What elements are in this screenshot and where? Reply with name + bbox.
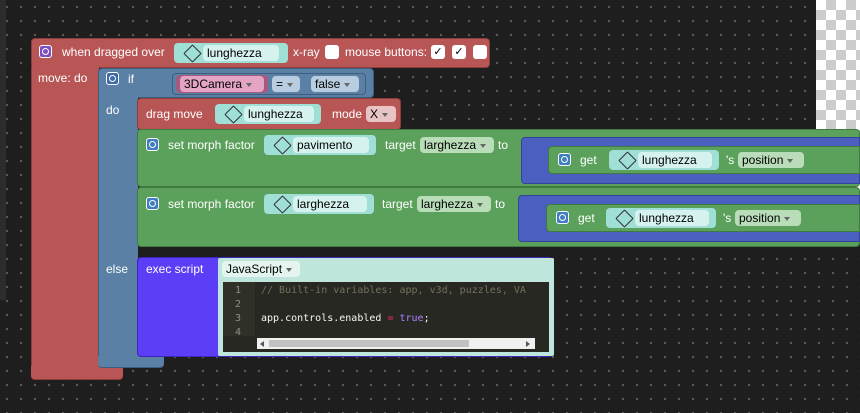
code-editor[interactable]: 1 // Built-in variables: app, v3d, puzzl…	[223, 282, 549, 352]
chevron-down-icon	[480, 143, 487, 148]
gear-icon[interactable]	[106, 72, 119, 85]
boolean-dropdown[interactable]: false	[311, 76, 359, 92]
language-dropdown[interactable]: JavaScript	[222, 261, 300, 277]
object-selector[interactable]: larghezza	[264, 194, 374, 214]
object-name: lunghezza	[635, 210, 709, 226]
possessive-label: 's	[723, 211, 732, 225]
mouse-buttons-label: mouse buttons:	[345, 45, 428, 59]
exec-script-label: exec script	[146, 262, 204, 276]
xray-label: x-ray	[293, 45, 320, 59]
object-selector[interactable]: lunghezza	[174, 43, 288, 63]
chevron-down-icon	[344, 82, 351, 87]
chevron-down-icon	[787, 158, 794, 163]
to-label: to	[498, 138, 509, 152]
mode-label: mode	[332, 107, 363, 121]
scrollbar-thumb[interactable]	[269, 340, 469, 347]
cube-icon	[273, 136, 292, 155]
object-selector[interactable]: lunghezza	[606, 208, 716, 228]
line-gutter	[223, 282, 255, 336]
target-label: target	[385, 138, 416, 152]
object-name: pavimento	[293, 137, 369, 153]
code-line: // Built-in variables: app, v3d, puzzles…	[261, 285, 526, 296]
cube-icon	[183, 44, 202, 63]
chevron-down-icon	[382, 112, 389, 117]
line-number: 3	[235, 313, 242, 324]
object-selector[interactable]: pavimento	[264, 135, 376, 155]
property-dropdown[interactable]: position	[738, 152, 804, 168]
target-label: target	[382, 197, 413, 211]
cube-icon	[618, 151, 637, 170]
gear-icon[interactable]	[558, 153, 571, 166]
cube-icon	[615, 209, 634, 228]
operator-dropdown[interactable]: =	[272, 76, 300, 92]
object-selector[interactable]: lunghezza	[609, 150, 719, 170]
cube-icon	[224, 105, 243, 124]
to-label: to	[495, 197, 506, 211]
else-label: else	[106, 262, 129, 276]
get-label: get	[578, 211, 595, 225]
do-label: do	[106, 103, 120, 117]
cube-icon	[273, 195, 292, 214]
scroll-left-arrow-icon[interactable]	[260, 341, 264, 347]
chevron-down-icon	[286, 267, 293, 272]
object-name: larghezza	[293, 196, 367, 212]
property-dropdown[interactable]: position	[735, 210, 801, 226]
mouse-button-left-checkbox[interactable]: ✓	[431, 45, 445, 59]
get-label: get	[580, 153, 597, 167]
move-do-label: move: do	[38, 71, 88, 85]
morph-label: set morph factor	[168, 197, 255, 211]
object-name: lunghezza	[244, 106, 314, 122]
mouse-button-right-checkbox[interactable]	[473, 45, 487, 59]
morph-label: set morph factor	[168, 138, 255, 152]
variable-name[interactable]: 3DCamera	[180, 76, 264, 92]
if-label: if	[128, 72, 134, 86]
gear-icon[interactable]	[556, 211, 569, 224]
if-block-footer	[98, 356, 164, 368]
gear-icon[interactable]	[146, 197, 159, 210]
event-block-footer	[31, 366, 123, 380]
gear-icon[interactable]	[39, 45, 52, 58]
xray-checkbox[interactable]	[325, 45, 339, 59]
workspace-divider	[0, 0, 6, 300]
chevron-down-icon	[784, 216, 791, 221]
object-selector[interactable]: lunghezza	[215, 104, 321, 124]
line-number: 1	[235, 285, 242, 296]
drag-move-label: drag move	[146, 107, 203, 121]
chevron-down-icon	[287, 82, 294, 87]
line-number: 4	[235, 327, 242, 338]
horizontal-scrollbar[interactable]	[257, 338, 535, 349]
mouse-button-middle-checkbox[interactable]: ✓	[452, 45, 466, 59]
event-label: when dragged over	[62, 45, 165, 59]
target-dropdown[interactable]: larghezza	[417, 196, 491, 212]
code-line: app.controls.enabled = true;	[261, 313, 430, 324]
if-block-spine	[98, 96, 138, 366]
event-block-spine	[31, 66, 99, 380]
object-name: lunghezza	[638, 152, 712, 168]
chevron-down-icon	[477, 202, 484, 207]
gear-icon[interactable]	[146, 138, 159, 151]
chevron-down-icon	[246, 82, 253, 87]
target-dropdown[interactable]: larghezza	[420, 137, 494, 153]
object-name: lunghezza	[203, 45, 279, 61]
possessive-label: 's	[726, 153, 735, 167]
line-number: 2	[235, 299, 242, 310]
scroll-right-arrow-icon[interactable]	[526, 341, 530, 347]
mode-dropdown[interactable]: X	[366, 106, 396, 122]
